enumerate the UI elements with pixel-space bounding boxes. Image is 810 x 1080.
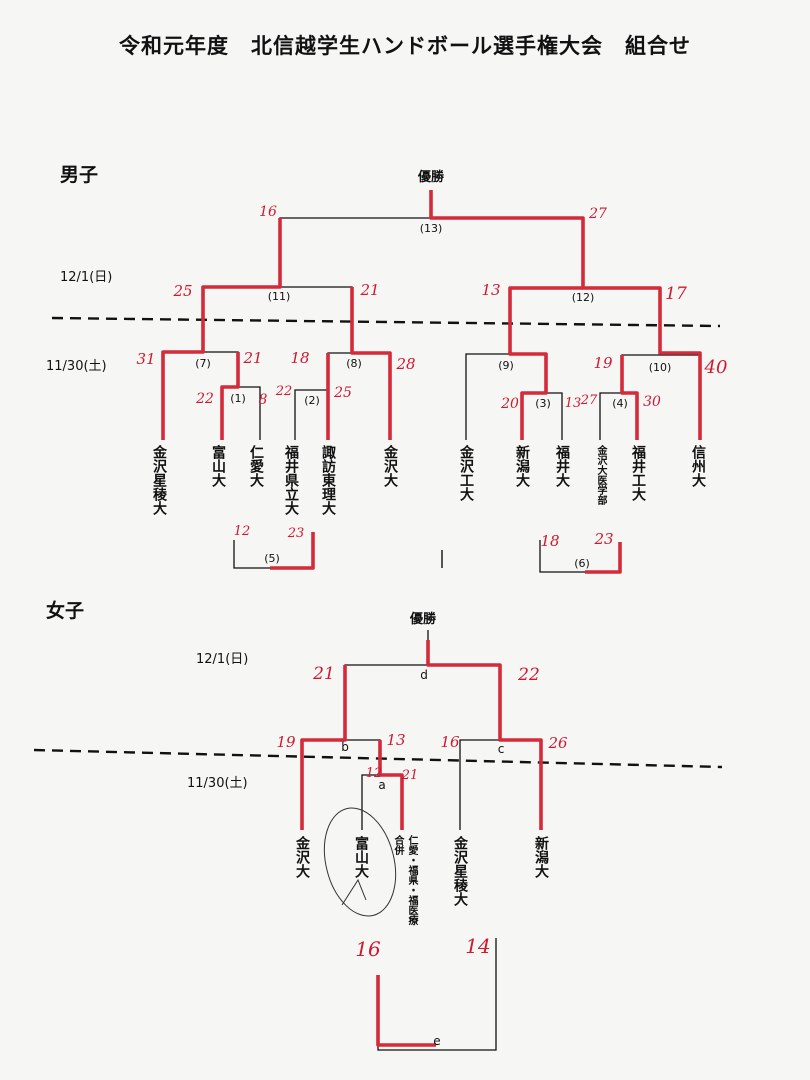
match-a-label: a xyxy=(378,778,386,792)
women-team-merged: 仁愛・福県・福医療 xyxy=(406,835,417,925)
men-team-niigata: 新潟大 xyxy=(514,445,530,487)
men-team-kanazawa: 金沢大 xyxy=(382,445,398,487)
women-team-circle xyxy=(323,807,397,917)
score-m3-right: 13 xyxy=(564,396,582,411)
score-m12-left: 13 xyxy=(481,281,501,299)
score-b-left: 19 xyxy=(276,733,296,751)
score-e-right: 14 xyxy=(465,934,491,958)
score-m8-right: 28 xyxy=(396,355,416,373)
women-winner-path-a xyxy=(378,740,404,830)
men-winner-path-m5 xyxy=(270,532,315,570)
men-heading: 男子 xyxy=(60,164,99,186)
men-team-kanazawa-medical: 金沢大医学部 xyxy=(595,445,606,505)
score-c-left: 16 xyxy=(440,733,460,751)
score-m13-left: 16 xyxy=(259,204,277,220)
match-12-label: (12) xyxy=(571,291,595,304)
score-a-left: 12 xyxy=(365,766,383,781)
score-m6-left: 18 xyxy=(540,532,560,550)
women-team-kanazawa-seiryo: 金沢星稜大 xyxy=(452,836,468,906)
women-team-toyama: 富山大 xyxy=(353,836,369,878)
score-m11-right: 21 xyxy=(360,281,380,299)
match-4-label: (4) xyxy=(612,397,628,410)
men-winner-path-m8 xyxy=(350,287,392,440)
match-8-label: (8) xyxy=(346,357,362,370)
score-d-left: 21 xyxy=(313,664,335,684)
women-heading: 女子 xyxy=(46,600,85,622)
match-10-label: (10) xyxy=(648,361,672,374)
match-13-label: (13) xyxy=(419,222,443,235)
men-team-jin-ai: 仁愛大 xyxy=(248,445,264,487)
score-m1-left: 22 xyxy=(196,391,214,407)
men-champion-label: 優勝 xyxy=(418,170,445,185)
score-m5-right: 23 xyxy=(287,526,305,541)
match-d-label: d xyxy=(420,668,428,682)
men-team-kanazawa-seiryo: 金沢星稜大 xyxy=(151,445,167,515)
score-m10-left: 19 xyxy=(593,354,613,372)
score-m11-left: 25 xyxy=(173,282,193,300)
men-team-suwa-tokyo-rika: 諏訪東理大 xyxy=(320,445,336,515)
match-6-label: (6) xyxy=(574,557,590,570)
men-team-kanazawa-kodai: 金沢工大 xyxy=(458,445,474,501)
score-m2-right: 25 xyxy=(334,385,352,401)
women-date-day2: 12/1(日) xyxy=(196,652,249,667)
women-winner-path xyxy=(426,640,543,830)
men-day-divider xyxy=(51,316,721,328)
score-m2-left: 22 xyxy=(275,384,293,399)
match-c-label: c xyxy=(497,742,505,756)
men-team-fukui-kodai: 福井工大 xyxy=(630,445,646,501)
men-winner-path-m4 xyxy=(620,355,639,440)
score-m7-left: 31 xyxy=(136,350,156,368)
women-winner-path-e xyxy=(376,975,436,1047)
men-winner-path-sf-left xyxy=(161,265,282,440)
score-m4-right: 30 xyxy=(643,394,661,410)
score-m7-right: 21 xyxy=(243,349,263,367)
score-b-right: 13 xyxy=(386,731,406,749)
page-title: 令和元年度 北信越学生ハンドボール選手権大会 組合せ xyxy=(119,34,691,58)
score-m12-right: 17 xyxy=(665,284,687,304)
score-m10-right: 40 xyxy=(704,357,728,378)
score-m3-left: 20 xyxy=(501,396,519,412)
men-team-shinshu: 信州大 xyxy=(690,445,706,487)
match-7-label: (7) xyxy=(195,357,211,370)
men-team-fukui: 福井大 xyxy=(554,445,570,487)
score-a-right: 21 xyxy=(401,768,419,783)
match-3-label: (3) xyxy=(535,397,551,410)
score-m1-right: 8 xyxy=(258,392,268,408)
women-champion-label: 優勝 xyxy=(410,612,437,627)
men-date-day2: 12/1(日) xyxy=(60,270,113,285)
women-team-kanazawa: 金沢大 xyxy=(294,836,310,878)
match-5-label: (5) xyxy=(264,552,280,565)
match-b-label: b xyxy=(341,740,349,754)
women-day-divider xyxy=(33,748,723,769)
score-m6-right: 23 xyxy=(594,530,614,548)
score-e-left: 16 xyxy=(355,937,381,961)
match-11-label: (11) xyxy=(267,290,291,303)
women-team-niigata: 新潟大 xyxy=(533,836,549,878)
women-winner-path-b xyxy=(300,665,347,830)
score-m8-left: 18 xyxy=(290,349,310,367)
match-e-label: e xyxy=(433,1034,441,1048)
women-date-day1: 11/30(土) xyxy=(187,776,248,791)
score-m4-left: 27 xyxy=(580,393,598,408)
match-9-label: (9) xyxy=(498,359,514,372)
match-2-label: (2) xyxy=(304,394,320,407)
score-d-right: 22 xyxy=(518,665,540,685)
score-m5-left: 12 xyxy=(233,524,251,539)
match-1-label: (1) xyxy=(230,392,246,405)
women-team-checkmark xyxy=(341,878,367,906)
men-winner-path-m6 xyxy=(585,542,622,574)
score-c-right: 26 xyxy=(548,734,568,752)
score-m13-right: 27 xyxy=(589,206,607,222)
men-team-fukui-kenritsu: 福井県立大 xyxy=(283,445,299,515)
women-merged-label: 合併 xyxy=(392,835,403,855)
men-winner-path-sf-right xyxy=(508,286,583,440)
men-winner-path-m1 xyxy=(220,352,240,440)
men-team-toyama: 富山大 xyxy=(210,445,226,487)
men-date-day1: 11/30(土) xyxy=(46,359,107,374)
